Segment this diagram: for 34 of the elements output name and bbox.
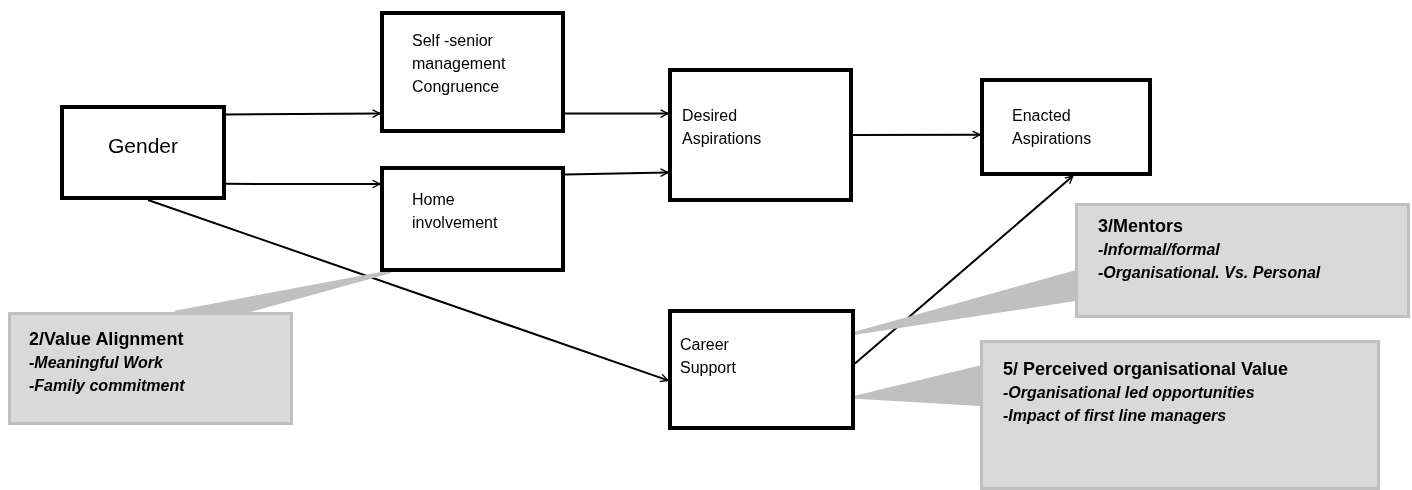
box-label: Home involvement (412, 190, 499, 234)
arrow (564, 168, 669, 178)
box-label: Self -senior management Congruence (412, 31, 507, 98)
box-label: Career Support (680, 335, 738, 379)
callout-item: -Organisational led opportunities (1003, 383, 1255, 404)
process-box (668, 68, 853, 202)
callout-box (980, 340, 1380, 490)
callout-item: -Organisational. Vs. Personal (1098, 262, 1321, 283)
box-label: Enacted Aspirations (1012, 106, 1093, 150)
callout-heading: 3/Mentors (1098, 215, 1184, 238)
arrow (147, 199, 669, 383)
callout-pointer (853, 365, 982, 406)
callout-item: -Impact of first line managers (1003, 405, 1227, 426)
box-label: Desired Aspirations (682, 106, 763, 150)
arrow (852, 130, 981, 140)
process-box (380, 11, 565, 133)
callout-box (1075, 203, 1410, 318)
arrow (225, 179, 381, 189)
callout-heading: 5/ Perceived organisational Value (1003, 358, 1289, 381)
callout-pointer (174, 270, 391, 314)
callout-heading: 2/Value Alignment (29, 328, 184, 351)
arrow (225, 109, 381, 118)
process-box (60, 105, 226, 200)
arrow (854, 175, 1074, 365)
process-box (980, 78, 1152, 176)
process-box (380, 166, 565, 272)
callout-box (8, 312, 293, 425)
arrow (564, 109, 669, 118)
box-label: Gender (107, 133, 178, 159)
process-box (668, 309, 855, 430)
callout-item: -Family commitment (29, 375, 185, 396)
callout-pointer (853, 270, 1077, 335)
callout-item: -Meaningful Work (29, 353, 163, 374)
callout-item: -Informal/formal (1098, 240, 1220, 261)
